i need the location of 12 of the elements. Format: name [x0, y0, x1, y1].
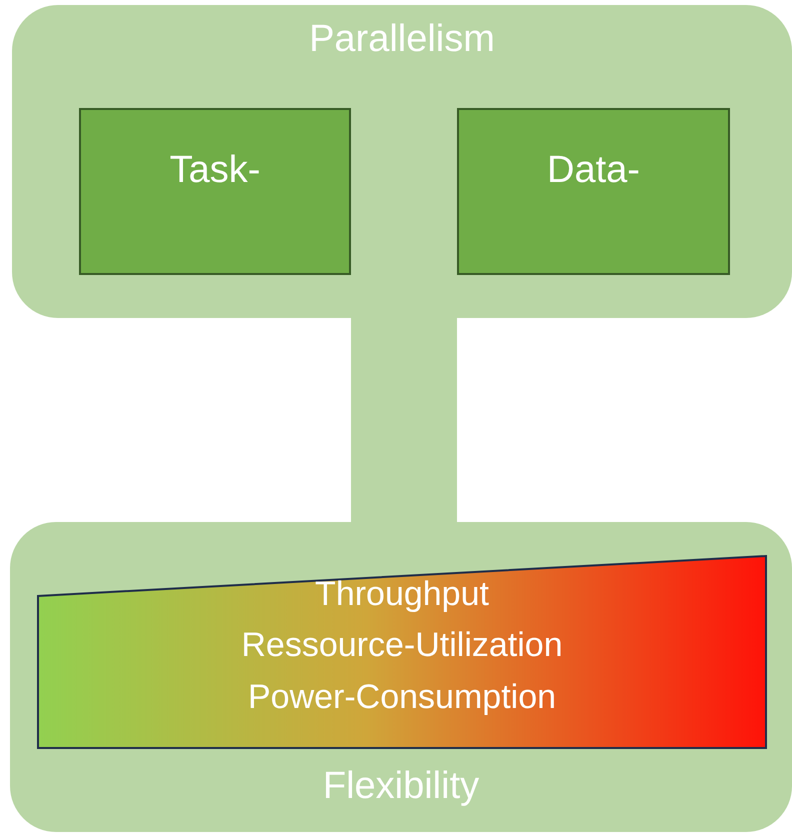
box-label: Task- — [168, 148, 262, 193]
box-label: Data- — [546, 148, 641, 193]
connector-band — [351, 318, 457, 522]
metric-label: Power-Consumption — [246, 677, 558, 717]
process-box — [457, 108, 730, 275]
panel-title: Flexibility — [322, 766, 480, 806]
process-box — [79, 108, 351, 275]
group-panel — [10, 522, 792, 832]
group-panel — [12, 5, 792, 318]
metric-label: Throughput — [314, 574, 490, 614]
panel-title: Parallelism — [308, 17, 496, 62]
metric-label: Ressource-Utilization — [240, 625, 564, 665]
